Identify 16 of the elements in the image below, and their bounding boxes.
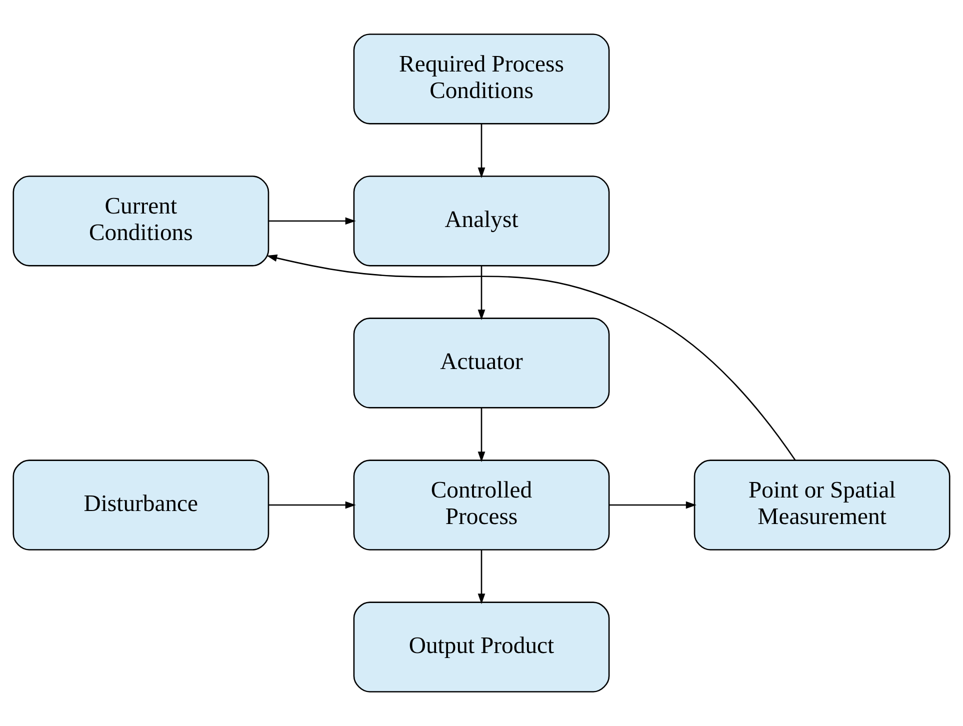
node-box: Output Product — [353, 602, 610, 692]
arrow — [609, 501, 696, 509]
arrow — [268, 217, 356, 225]
arrow — [478, 124, 486, 178]
arrow — [478, 408, 486, 462]
arrow — [266, 254, 796, 461]
node-box: Disturbance — [12, 460, 270, 550]
node-box: Actuator — [353, 318, 610, 408]
node-box: Current Conditions — [12, 176, 270, 266]
node-box: Controlled Process — [353, 460, 610, 550]
node-box: Point or Spatial Measurement — [694, 460, 950, 550]
node-box: Required Process Conditions — [353, 34, 610, 124]
arrow — [478, 550, 486, 604]
arrow — [478, 266, 486, 320]
arrow — [268, 501, 356, 509]
node-box: Analyst — [353, 176, 610, 266]
